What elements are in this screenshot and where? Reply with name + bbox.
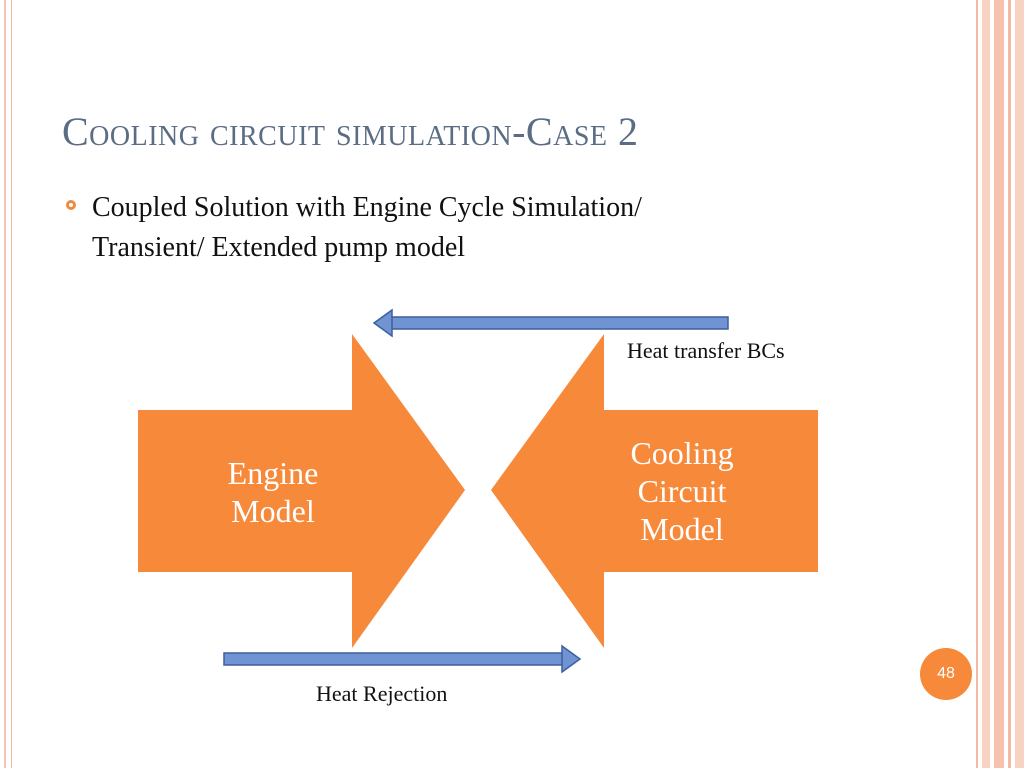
engine-model-block-arrow [138,334,465,648]
heat-transfer-arrow [372,308,729,338]
engine-model-label: Engine Model [198,454,348,530]
cooling-circuit-block-arrow [491,334,818,648]
cooling-circuit-model-label: Cooling Circuit Model [602,434,762,548]
decorative-stripes [976,0,1024,768]
stripe-1 [976,0,978,768]
stripe-2 [982,0,990,768]
slide-title: Cooling circuit simulation-Case 2 [62,109,639,154]
cooling-label-line-1: Cooling [630,435,734,471]
page-number-badge: 48 [920,648,972,700]
bullet-line-2: Transient/ Extended pump model [92,232,466,263]
cooling-label-line-3: Model [640,511,724,547]
heat-transfer-caption: Heat transfer BCs [627,338,785,363]
heat-rejection-caption: Heat Rejection [316,681,448,706]
bullet-circle-icon [66,200,76,210]
heat-rejection-arrow [223,644,582,674]
stripe-3 [994,0,1004,768]
bullet-text: Coupled Solution with Engine Cycle Simul… [92,188,892,268]
engine-label-line-1: Engine [227,455,319,491]
cooling-label-line-2: Circuit [637,473,727,509]
engine-label-line-2: Model [231,493,315,529]
stripe-5 [1015,0,1024,768]
left-frame-border [0,0,12,768]
bullet-line-1: Coupled Solution with Engine Cycle Simul… [92,192,642,223]
stripe-4 [1008,0,1011,768]
